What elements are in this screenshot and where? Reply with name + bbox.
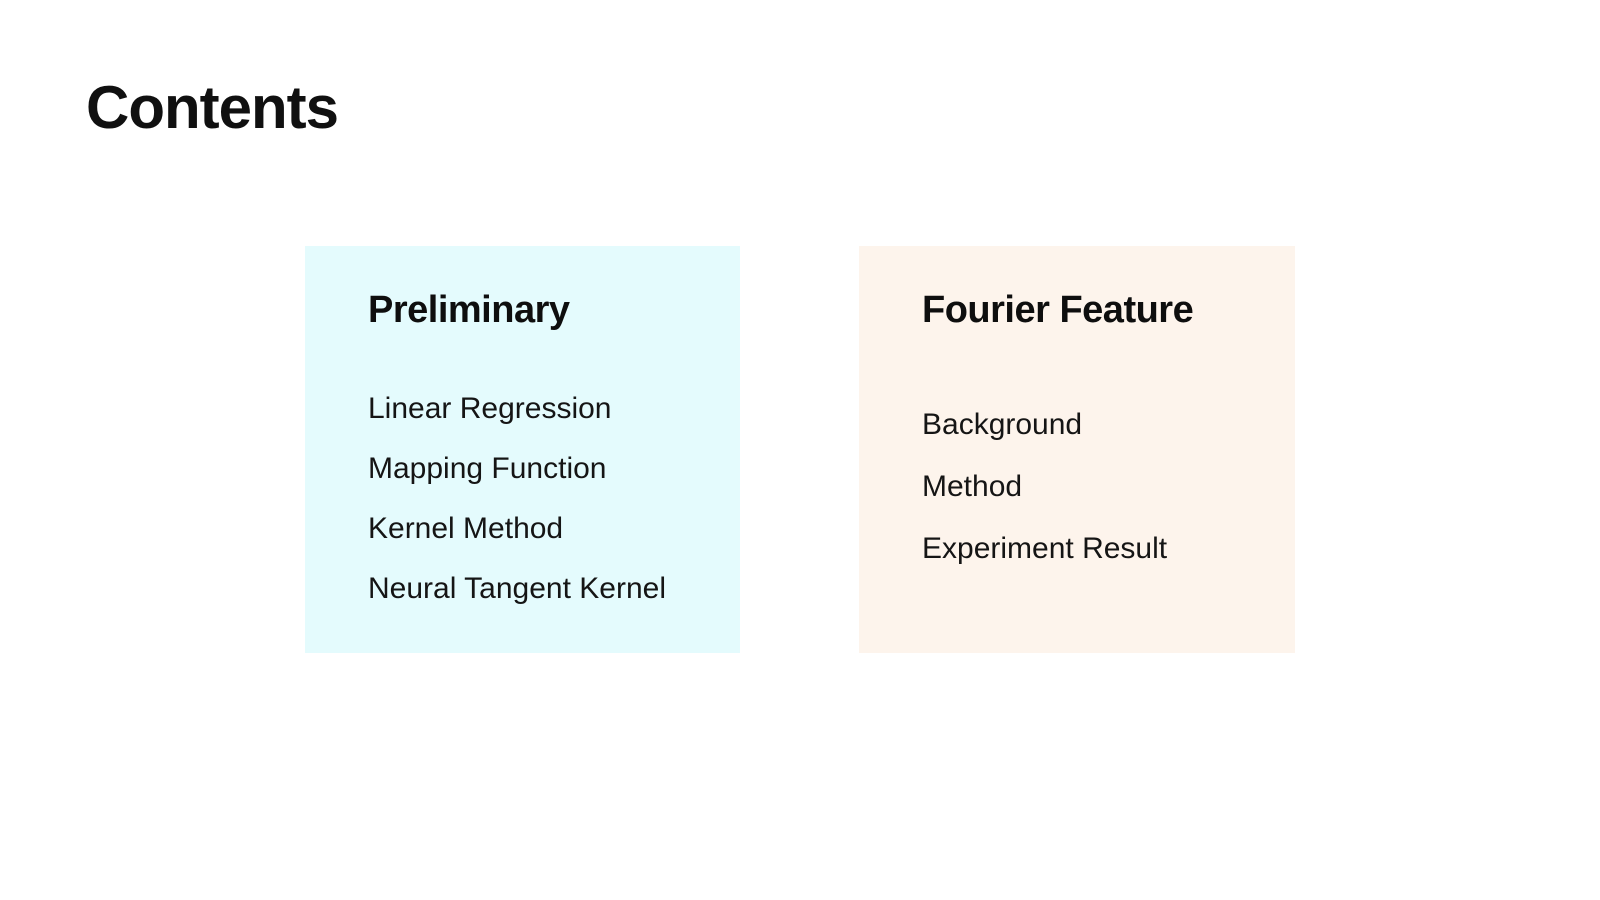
section-title-preliminary: Preliminary [368, 289, 570, 331]
toc-item-mapping-function: Mapping Function [368, 452, 607, 485]
toc-item-kernel-method: Kernel Method [368, 512, 564, 545]
toc-item-linear-regression: Linear Regression [368, 392, 612, 425]
toc-item-experiment-result: Experiment Result [922, 532, 1168, 565]
section-title-fourier-feature: Fourier Feature [922, 289, 1194, 331]
toc-item-neural-tangent-kernel: Neural Tangent Kernel [368, 572, 666, 605]
toc-item-method: Method [922, 470, 1023, 503]
section-card-fourier-feature: Fourier Feature Background Method Experi… [859, 246, 1295, 653]
toc-item-background: Background [922, 408, 1083, 441]
page-title: Contents [86, 74, 339, 141]
section-card-preliminary: Preliminary Linear Regression Mapping Fu… [305, 246, 740, 653]
